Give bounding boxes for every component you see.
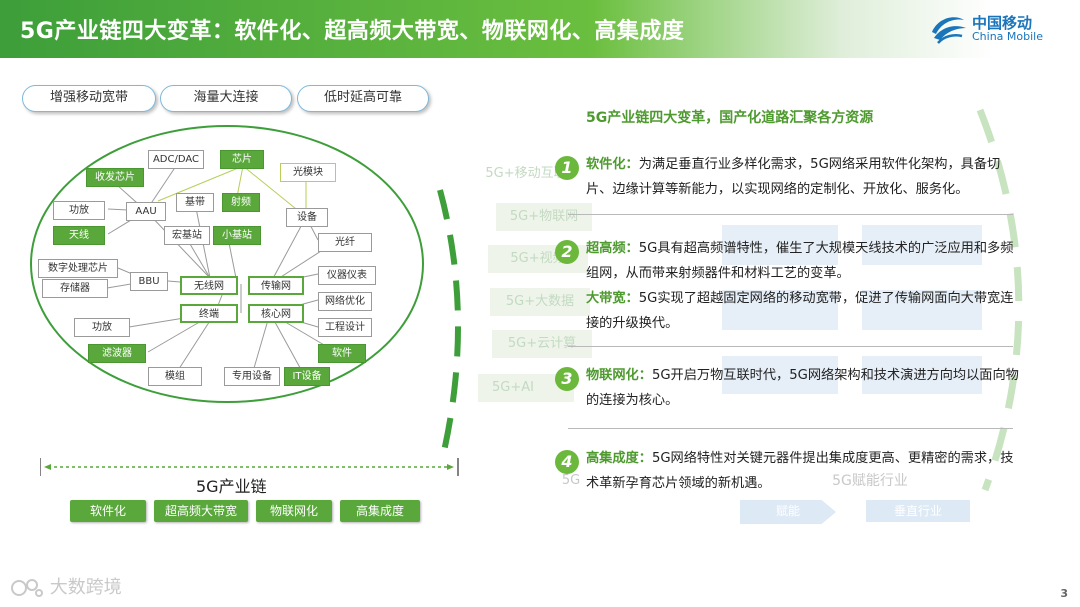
node-optical-module: 光模块 (280, 163, 336, 182)
divider (568, 214, 1013, 215)
node-memory: 存储器 (42, 279, 108, 298)
item-text: 5G开启万物互联时代，5G网络架构和技术演进方向均以面向物的连接为核心。 (586, 368, 1019, 408)
china-mobile-logo-icon (932, 17, 966, 44)
item-text: 5G网络特性对关键元器件提出集成度更高、更精密的需求，技术革新孕育芯片领域的新机… (586, 451, 1014, 491)
ghost-label: 5G+AI (492, 380, 534, 395)
item-integration: 高集成度：5G网络特性对关键元器件提出集成度更高、更精密的需求，技术革新孕育芯片… (586, 446, 1026, 496)
item-high-freq: 超高频：5G具有超高频谱特性，催生了大规模天线技术的广泛应用和多频组网，从而带来… (586, 236, 1026, 286)
node-small-bs: 小基站 (213, 226, 261, 245)
page-number: 3 (1060, 587, 1068, 600)
item-number-2: 2 (555, 240, 579, 264)
ghost-box: 垂直行业 (866, 500, 970, 522)
ghost-box (496, 203, 592, 231)
chain-tag-software: 软件化 (70, 500, 146, 522)
node-instrument: 仪器仪表 (318, 266, 376, 285)
ghost-box (862, 225, 982, 265)
ghost-label: 5G+移动互联 (485, 166, 567, 181)
ghost-label: 5G+物联网 (509, 209, 579, 224)
header-banner: 5G产业链四大变革：软件化、超高频大带宽、物联网化、高集成度 中国移动 Chin… (0, 0, 1080, 58)
pill-mmtc: 海量大连接 (160, 85, 292, 112)
divider (568, 428, 1013, 429)
industry-chain-ellipse (30, 125, 424, 403)
node-wireless-net: 无线网 (180, 276, 238, 295)
item-number-4: 4 (555, 450, 579, 474)
node-filter: 滤波器 (88, 344, 146, 363)
chain-tag-iot: 物联网化 (256, 500, 332, 522)
item-number-1: 1 (555, 156, 579, 180)
watermark: 大数跨境 (10, 573, 122, 599)
item-title: 物联网化： (586, 368, 652, 383)
ghost-box (722, 225, 838, 265)
ghost-label: 5G+大数据 (505, 294, 575, 309)
chain-label: 5G产业链 (196, 477, 267, 496)
item-software: 软件化：为满足垂直行业多样化需求，5G网络采用软件化架构，具备切片、边缘计算等新… (586, 152, 1026, 202)
ghost-box (862, 356, 982, 394)
item-title: 超高频： (586, 241, 639, 256)
node-core-net: 核心网 (248, 304, 304, 323)
item-text: 5G具有超高频谱特性，催生了大规模天线技术的广泛应用和多频组网，从而带来射频器件… (586, 241, 1014, 281)
node-dedicated-equip: 专用设备 (224, 367, 280, 386)
node-power-amp: 功放 (53, 201, 105, 220)
chain-tag-integration: 高集成度 (340, 500, 420, 522)
china-mobile-logo: 中国移动 China Mobile (928, 10, 1058, 48)
watermark-text: 大数跨境 (49, 577, 122, 598)
pill-embb: 增强移动宽带 (22, 85, 156, 112)
node-bbu: BBU (130, 272, 168, 291)
node-software: 软件 (318, 344, 366, 363)
ghost-label: 5G赋能行业 (832, 473, 908, 489)
chain-arrow-line (40, 458, 459, 476)
node-terminal: 终端 (180, 304, 238, 323)
logo-text-cn: 中国移动 (972, 14, 1033, 32)
item-text: 5G实现了超越固定网络的移动宽带，促进了传输网面向大带宽连接的升级换代。 (586, 291, 1014, 331)
node-fiber: 光纤 (318, 233, 372, 252)
node-equipment: 设备 (286, 208, 328, 227)
watermark-logo-icon (11, 579, 43, 597)
item-title: 大带宽： (586, 291, 639, 306)
node-rx-chip: 收发芯片 (86, 168, 144, 187)
ghost-label: 5G+视频 (510, 251, 566, 266)
ghost-arrow: 赋能 (740, 500, 836, 524)
node-aau: AAU (126, 202, 166, 221)
ghost-box (722, 356, 838, 394)
item-iot: 物联网化：5G开启万物互联时代，5G网络架构和技术演进方向均以面向物的连接为核心… (586, 363, 1026, 413)
node-net-opt: 网络优化 (318, 292, 372, 311)
page-title: 5G产业链四大变革：软件化、超高频大带宽、物联网化、高集成度 (20, 19, 685, 44)
item-title: 高集成度： (586, 451, 652, 466)
ghost-box (862, 290, 982, 330)
node-it-equip: IT设备 (284, 367, 330, 386)
ghost-box (490, 288, 590, 316)
right-subtitle: 5G产业链四大变革，国产化道路汇聚各方资源 (586, 110, 874, 126)
item-bandwidth: 大带宽：5G实现了超越固定网络的移动宽带，促进了传输网面向大带宽连接的升级换代。 (586, 286, 1026, 336)
ghost-label: 5G (561, 473, 581, 488)
pill-urllc: 低时延高可靠 (297, 85, 429, 112)
node-module: 模组 (148, 367, 202, 386)
ghost-label: 5G+云计算 (507, 336, 577, 351)
node-macro-bs: 宏基站 (164, 226, 210, 245)
item-title: 软件化： (586, 157, 639, 172)
node-adc-dac: ADC/DAC (148, 150, 204, 169)
node-dsp-chip: 数字处理芯片 (38, 259, 118, 278)
node-transport-net: 传输网 (248, 276, 304, 295)
node-rf: 射频 (222, 193, 260, 212)
node-power-amp-2: 功放 (74, 318, 130, 337)
ghost-box (722, 290, 838, 330)
node-eng-design: 工程设计 (318, 318, 372, 337)
item-number-3: 3 (555, 367, 579, 391)
dashed-arc-right (976, 108, 1023, 492)
dashed-arc-left (437, 189, 461, 461)
logo-text-en: China Mobile (972, 30, 1044, 43)
node-antenna: 天线 (53, 226, 105, 245)
node-chip: 芯片 (220, 150, 264, 169)
ghost-box (492, 330, 592, 358)
divider (568, 346, 1013, 347)
node-baseband: 基带 (176, 193, 214, 212)
item-text: 为满足垂直行业多样化需求，5G网络采用软件化架构，具备切片、边缘计算等新能力，以… (586, 157, 1001, 197)
chain-tag-high-freq: 超高频大带宽 (154, 500, 248, 522)
